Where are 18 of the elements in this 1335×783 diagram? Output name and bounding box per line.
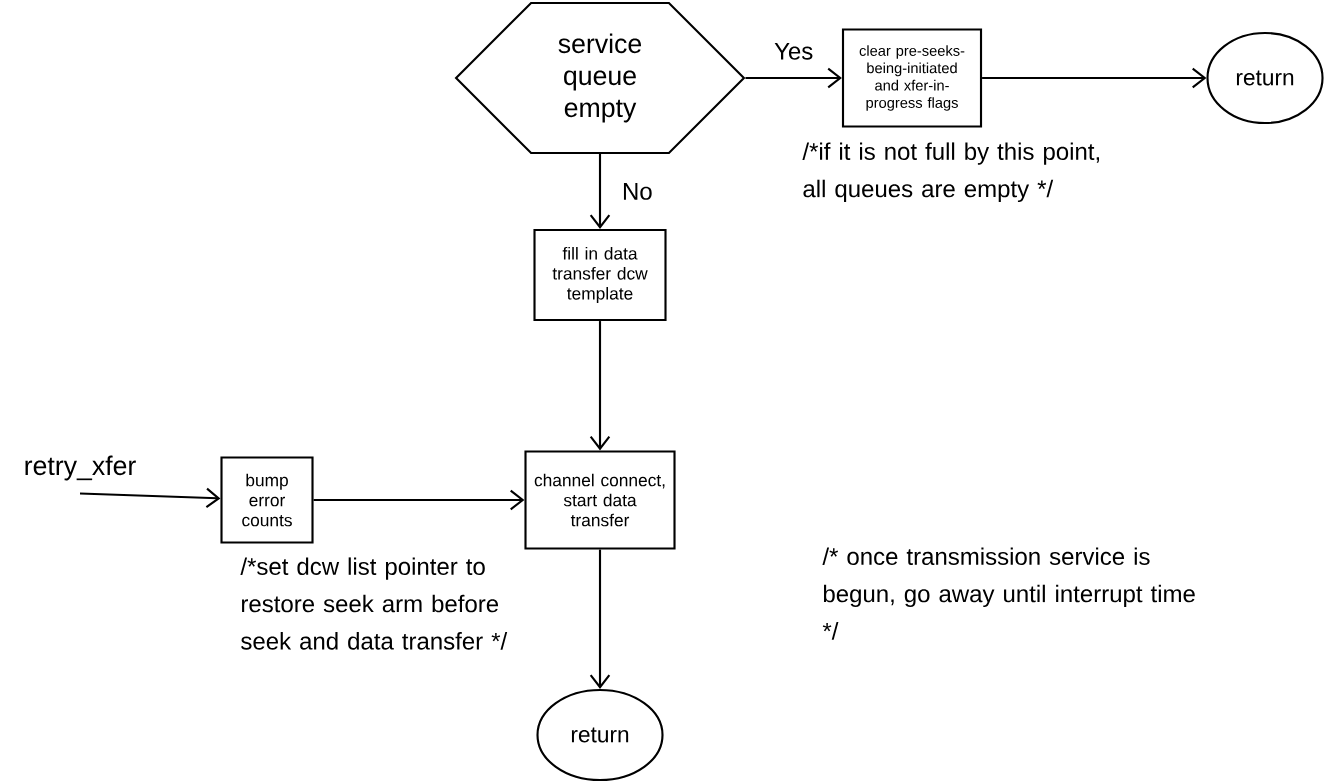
- entry-label: retry_xfer: [25, 455, 136, 481]
- edge-label: Yes: [772, 41, 815, 62]
- edge-label: No: [620, 181, 654, 202]
- process-box: channel connect, start data transfer: [524, 450, 676, 550]
- process-box: fill in data transfer dcw template: [533, 228, 667, 322]
- arrow: [982, 67, 1207, 89]
- arrow: [745, 67, 842, 89]
- arrow: [313, 489, 525, 511]
- arrow: [589, 321, 611, 451]
- comment-text: /*set dcw list pointer to restore seek arm before seek and data transfer */: [240, 557, 508, 650]
- decision-hexagon: service queue empty: [454, 1, 746, 155]
- comment-text: /* once transmission service is begun, go away until interrupt time */: [822, 547, 1195, 640]
- comment-text: /*if it is not full by this point, all queues are empty */: [802, 142, 1099, 203]
- process-box: clear pre-seeks-being-initiated and xfer-in-progress flags: [841, 28, 983, 128]
- arrow: [79, 487, 221, 509]
- process-box: bump error counts: [220, 456, 314, 544]
- arrow: [589, 549, 611, 689]
- arrow: [589, 154, 611, 229]
